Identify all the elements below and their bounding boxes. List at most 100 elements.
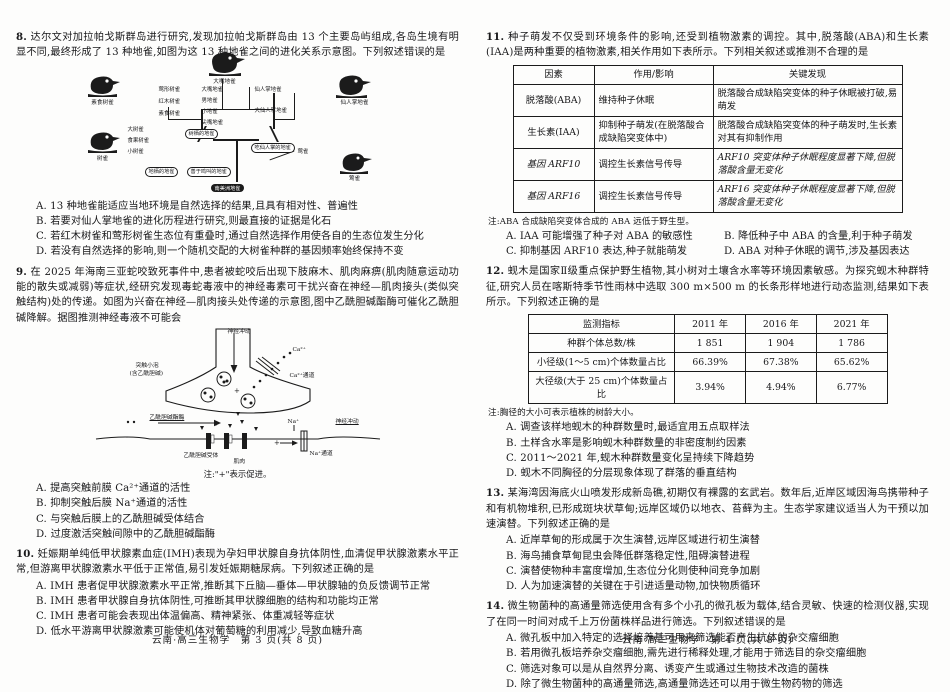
hormone-r3-c2: ARF16 突变体种子休眠程度显著下降,但脱落酸含量无变化 bbox=[712, 179, 903, 213]
question-9-option-c[interactable]: C. 与突触后膜上的乙酰胆碱受体结合 bbox=[36, 513, 205, 525]
question-14-option-d[interactable]: D. 除了微生物菌种的高通量筛选,高通量筛选还可以用于微生物药物的筛选 bbox=[506, 678, 843, 690]
finch-species-1-2: 小地雀 bbox=[201, 108, 218, 115]
finch-species-1-0: 大嘴地雀 bbox=[201, 86, 224, 93]
question-14-option-a[interactable]: A. 微孔板中加入特定的选择培养基可用来筛选能否产生抗体的杂交瘤细胞 bbox=[506, 633, 840, 645]
trunk-line bbox=[235, 138, 239, 182]
hormone-r2-c0: 基因 ARF10 bbox=[512, 147, 595, 181]
synapse-label-vesicle-contents: (含乙酰胆碱) bbox=[129, 371, 164, 378]
hormone-table: 因素 作用/影响 关键发现 脱落酸(ABA) 维持种子休眠 脱落酸合成缺陷突变体… bbox=[512, 64, 903, 213]
finch-evolution-diagram: 素食树雀 大嘴地雀 bbox=[73, 52, 403, 198]
svg-text:+: + bbox=[274, 439, 280, 447]
svg-text:+: + bbox=[234, 387, 240, 395]
branch-cross bbox=[200, 108, 275, 111]
finch-bird-largebeak bbox=[203, 47, 247, 77]
question-9-option-d[interactable]: D. 过度激活突触间隙中的乙酰胆碱酯酶 bbox=[36, 528, 216, 540]
finch-node-3: 善于鸣叫的地雀 bbox=[186, 166, 231, 177]
question-13-options: A. 近岸草甸的形成属于次生演替,远岸区域进行初生演替 B. 海鸟捕食草甸昆虫会… bbox=[486, 533, 929, 594]
question-8-option-b[interactable]: B. 若要对仙人掌地雀的进化历程进行研究,则最直接的证据是化石 bbox=[36, 216, 332, 228]
population-header-1: 2011 年 bbox=[674, 314, 746, 335]
branch-ground-vert bbox=[221, 78, 223, 110]
question-12-stem: 蚬木是国家Ⅱ级重点保护野生植物,其小树对土壤含水率等环境因素敏感。为探究蚬木种群… bbox=[486, 266, 930, 309]
question-9-option-b[interactable]: B. 抑制突触后膜 Na⁺通道的活性 bbox=[36, 498, 188, 510]
table-row: 小径级(1～5 cm)个体数量占比 66.39% 67.38% 65.62% bbox=[527, 352, 888, 373]
question-11-option-a[interactable]: A. IAA 可能增强了种子对 ABA 的敏感性 bbox=[506, 230, 693, 242]
question-12-option-d[interactable]: D. 蚬木不同胸径的分层现象体现了群落的垂直结构 bbox=[506, 468, 737, 480]
branch-warbler-horz bbox=[272, 118, 295, 121]
synapse-label-nerve-impulse-right: 神经冲动 bbox=[335, 419, 359, 426]
question-12-option-c[interactable]: C. 2011～2021 年,蚬木种群数量变化呈持续下降趋势 bbox=[506, 452, 755, 464]
question-8-option-c[interactable]: C. 若红木树雀和莺形树雀生态位有重叠时,通过自然选择作用使各自的生态位发生分化 bbox=[36, 231, 424, 243]
hormone-header-2: 关键发现 bbox=[712, 64, 903, 85]
finch-node-0: 树栖的地雀 bbox=[184, 128, 219, 139]
synapse-label-sodium-ion: Na⁺ bbox=[287, 419, 300, 426]
right-column: 11. 种子萌发不仅受到环境条件的影响,还受到植物激素的调控。其中,脱落酸(AB… bbox=[480, 0, 935, 690]
question-11-option-row-1: A. IAA 可能增强了种子对 ABA 的敏感性 B. 降低种子中 ABA 的含… bbox=[486, 229, 929, 244]
question-11-option-c[interactable]: C. 抑制基因 ARF10 表达,种子就能萌发 bbox=[506, 246, 687, 258]
table-row: 基因 ARF10 调控生长素信号传导 ARF10 突变体种子休眠程度显著下降,但… bbox=[512, 147, 903, 181]
question-10-options: A. IMH 患者促甲状腺激素水平正常,推断其下丘脑—垂体—甲状腺轴的负反馈调节… bbox=[16, 579, 459, 640]
finch-species-3-2: 小树雀 bbox=[127, 148, 144, 155]
population-r0-c2: 1 904 bbox=[744, 333, 817, 354]
question-11-options: A. IAA 可能增强了种子对 ABA 的敏感性 B. 降低种子中 ABA 的含… bbox=[486, 229, 929, 259]
question-13-option-d[interactable]: D. 人为加速演替的关键在于引进适量动物,加快物质循环 bbox=[506, 581, 761, 593]
population-header-3: 2021 年 bbox=[815, 314, 888, 335]
hormone-r3-c1: 调控生长素信号传导 bbox=[593, 179, 714, 213]
population-r1-c3: 65.62% bbox=[815, 352, 888, 373]
synapse-label-acetylcholinesterase: 乙酰胆碱酯酶 bbox=[149, 415, 185, 422]
question-11: 11. 种子萌发不仅受到环境条件的影响,还受到植物激素的调控。其中,脱落酸(AB… bbox=[486, 30, 929, 259]
population-r2-c2: 4.94% bbox=[744, 371, 817, 405]
finch-bird-warbler bbox=[335, 147, 375, 175]
question-13-option-b[interactable]: B. 海鸟捕食草甸昆虫会降低群落稳定性,阻碍演替进程 bbox=[506, 550, 750, 562]
population-header-0: 监测指标 bbox=[527, 314, 676, 335]
population-r0-c1: 1 851 bbox=[674, 333, 746, 354]
synapse-label-sodium-channel: Na⁺通道 bbox=[309, 451, 333, 458]
hormone-r3-c0: 基因 ARF16 bbox=[512, 179, 595, 213]
table-row: 大径级(大于 25 cm)个体数量占比 3.94% 4.94% 6.77% bbox=[527, 371, 888, 405]
question-11-option-row-2: C. 抑制基因 ARF10 表达,种子就能萌发 D. ABA 对种子休眠的调节,… bbox=[486, 244, 929, 259]
finch-species-2-0: 仙人掌地雀 bbox=[254, 86, 282, 93]
finch-label-4: 莺雀 bbox=[348, 175, 361, 182]
question-11-option-d[interactable]: D. ABA 对种子休眠的调节,涉及基因表达 bbox=[724, 246, 910, 258]
question-9-options: A. 提高突触前膜 Ca²⁺通道的活性 B. 抑制突触后膜 Na⁺通道的活性 C… bbox=[16, 481, 459, 542]
finch-node-1-tree: 地栖的地雀 bbox=[144, 166, 179, 177]
exam-page: 8. 达尔文对加拉帕戈斯群岛进行研究,发现加拉帕戈斯群岛由 13 个主要岛屿组成… bbox=[16, 0, 935, 690]
hormone-r0-c2: 脱落酸合成缺陷突变体的种子休眠被打破,易萌发 bbox=[712, 83, 903, 117]
synapse-diagram: + bbox=[88, 327, 388, 467]
question-10-option-c[interactable]: C. IMH 患者可能会表现出体温偏高、精神紧张、体重减轻等症状 bbox=[36, 611, 335, 623]
synapse-label-nerve-impulse-top: 神经冲动 bbox=[227, 329, 251, 336]
question-12-number: 12. bbox=[486, 265, 505, 278]
hormone-header-0: 因素 bbox=[512, 64, 595, 85]
table-row: 脱落酸(ABA) 维持种子休眠 脱落酸合成缺陷突变体的种子休眠被打破,易萌发 bbox=[512, 83, 903, 117]
question-12-option-b[interactable]: B. 土样含水率是影响蚬木种群数量的非密度制约因素 bbox=[506, 437, 747, 449]
question-11-option-b[interactable]: B. 降低种子中 ABA 的含量,利于种子萌发 bbox=[724, 230, 913, 242]
population-r1-c0: 小径级(1～5 cm)个体数量占比 bbox=[527, 352, 676, 373]
question-8-options: A. 13 种地雀能适应当地环境是自然选择的结果,且具有相对性、普遍性 B. 若… bbox=[16, 199, 459, 260]
question-13: 13. 某海湾因海底火山喷发形成新岛礁,初期仅有裸露的玄武岩。数年后,近岸区域因… bbox=[486, 486, 929, 594]
hormone-r2-c1: 调控生长素信号传导 bbox=[593, 147, 714, 181]
question-12-option-a[interactable]: A. 调查该样地蚬木的种群数量时,最适宜用五点取样法 bbox=[506, 422, 750, 434]
question-13-option-a[interactable]: A. 近岸草甸的形成属于次生演替,远岸区域进行初生演替 bbox=[506, 535, 761, 547]
question-10-option-b[interactable]: B. IMH 患者甲状腺自身抗体阴性,可推断其甲状腺细胞的结构和功能均正常 bbox=[36, 596, 379, 608]
hormone-header-1: 作用/影响 bbox=[593, 64, 714, 85]
synapse-label-muscle: 肌肉 bbox=[233, 459, 246, 466]
question-8-option-a[interactable]: A. 13 种地雀能适应当地环境是自然选择的结果,且具有相对性、普遍性 bbox=[36, 200, 359, 212]
question-10-option-a[interactable]: A. IMH 患者促甲状腺激素水平正常,推断其下丘脑—垂体—甲状腺轴的负反馈调节… bbox=[36, 580, 431, 592]
branch-tree-vert bbox=[167, 106, 169, 120]
finch-species-2-1: 大仙人掌地雀 bbox=[254, 107, 287, 114]
finch-bird-cactus bbox=[331, 69, 373, 99]
question-8-option-d[interactable]: D. 若没有自然选择的影响,则一个随机交配的大树雀种群的基因频率始终保持不变 bbox=[36, 246, 404, 258]
population-table-note: 注:胸径的大小可表示植株的树龄大小。 bbox=[488, 408, 639, 419]
question-14-option-c[interactable]: C. 筛选对象可以是从自然界分离、诱变产生或通过生物技术改造的菌株 bbox=[506, 663, 829, 675]
question-9-stem: 在 2025 年海南三亚蛇咬致死事件中,患者被蛇咬后出现下肢麻木、肌肉麻痹(肌肉… bbox=[16, 266, 459, 324]
question-9-option-a[interactable]: A. 提高突触前膜 Ca²⁺通道的活性 bbox=[36, 483, 191, 495]
question-14-option-b[interactable]: B. 若用微孔板培养杂交瘤细胞,需先进行稀释处理,才能用于筛选目的杂交瘤细胞 bbox=[506, 648, 867, 660]
finch-label-2: 仙人掌地雀 bbox=[340, 99, 369, 106]
question-13-option-c[interactable]: C. 演替使物种丰富度增加,生态位分化则使种间竞争加剧 bbox=[506, 565, 761, 577]
population-r2-c1: 3.94% bbox=[674, 371, 746, 405]
question-10-option-d[interactable]: D. 低水平游离甲状腺激素可能使机体对葡萄糖的利用减少,导致血糖升高 bbox=[36, 626, 363, 638]
branch-warbler-vert bbox=[293, 92, 295, 119]
finch-label-3: 树雀 bbox=[96, 155, 109, 162]
question-10-number: 10. bbox=[16, 548, 35, 561]
synapse-label-ach-receptor: 乙酰胆碱受体 bbox=[183, 453, 219, 460]
question-8-stem: 达尔文对加拉帕戈斯群岛进行研究,发现加拉帕戈斯群岛由 13 个主要岛屿组成,各岛… bbox=[16, 32, 460, 59]
